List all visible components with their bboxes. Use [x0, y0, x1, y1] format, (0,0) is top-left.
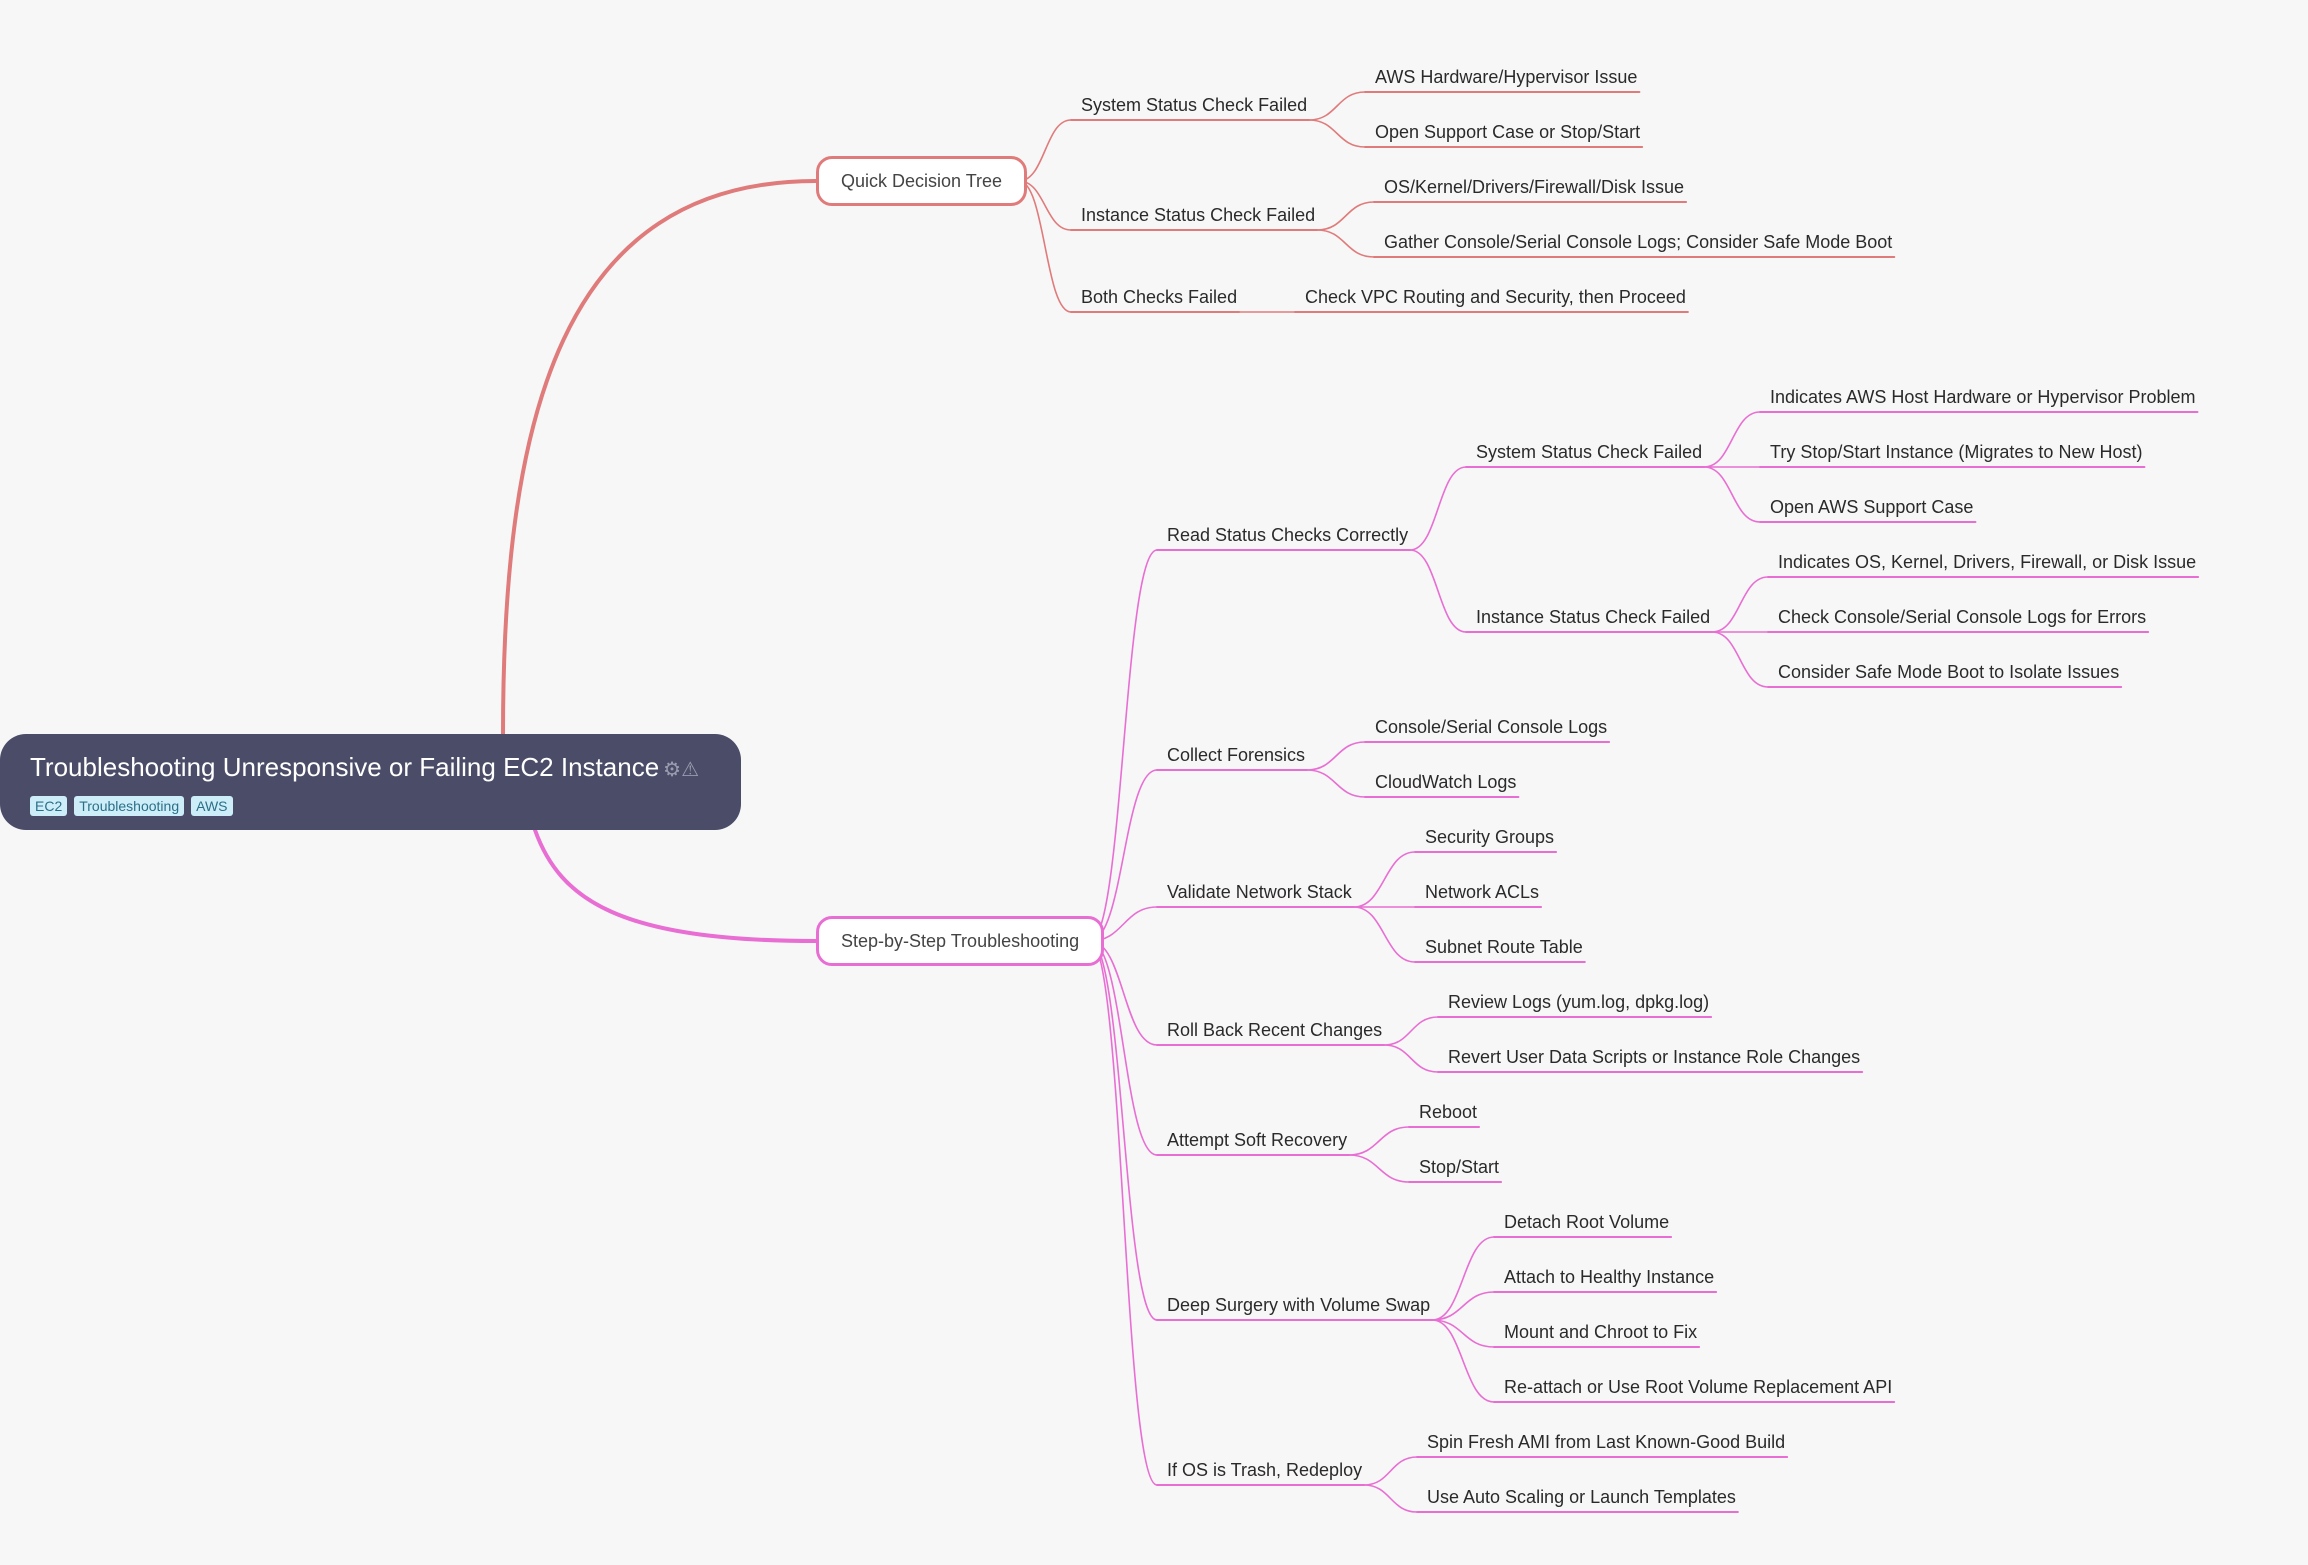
- soft-recovery-child[interactable]: Reboot: [1419, 1102, 1478, 1122]
- connector: [1306, 741, 1366, 771]
- connector: [1306, 769, 1366, 798]
- quick-system-child[interactable]: AWS Hardware/Hypervisor Issue: [1375, 67, 1638, 87]
- forensics-node[interactable]: Collect Forensics: [1167, 745, 1306, 765]
- root-node[interactable]: Troubleshooting Unresponsive or Failing …: [0, 734, 741, 830]
- read-system-child[interactable]: Open AWS Support Case: [1770, 497, 1974, 517]
- forensics-child[interactable]: Console/Serial Console Logs: [1375, 717, 1608, 737]
- connector: [1703, 411, 1761, 468]
- rollback-child[interactable]: Revert User Data Scripts or Instance Rol…: [1448, 1047, 1861, 1067]
- root-title: Troubleshooting Unresponsive or Failing …: [30, 752, 660, 782]
- read-instance-node[interactable]: Instance Status Check Failed: [1476, 607, 1711, 627]
- connector: [1308, 119, 1366, 148]
- redeploy-child[interactable]: Spin Fresh AMI from Last Known-Good Buil…: [1427, 1432, 1786, 1452]
- connector: [1089, 940, 1158, 1486]
- gear-icon: ⚙: [663, 759, 682, 781]
- connector: [1431, 1319, 1495, 1348]
- read-system-node[interactable]: System Status Check Failed: [1476, 442, 1703, 462]
- tag-ec2[interactable]: EC2: [30, 796, 68, 816]
- surgery-child[interactable]: Mount and Chroot to Fix: [1504, 1322, 1698, 1342]
- surgery-node[interactable]: Deep Surgery with Volume Swap: [1167, 1295, 1431, 1315]
- quick-both-child[interactable]: Check VPC Routing and Security, then Pro…: [1305, 287, 1686, 307]
- forensics-child[interactable]: CloudWatch Logs: [1375, 772, 1517, 792]
- quick-instance-child[interactable]: Gather Console/Serial Console Logs; Cons…: [1384, 232, 1893, 252]
- surgery-child[interactable]: Re-attach or Use Root Volume Replacement…: [1504, 1377, 1893, 1397]
- network-node[interactable]: Validate Network Stack: [1167, 882, 1352, 902]
- network-child[interactable]: Subnet Route Table: [1425, 937, 1583, 957]
- connector: [1703, 466, 1761, 523]
- connector: [1018, 180, 1072, 313]
- connector: [1308, 91, 1366, 121]
- connector: [1316, 201, 1375, 231]
- connector: [1431, 1319, 1495, 1403]
- redeploy-child[interactable]: Use Auto Scaling or Launch Templates: [1427, 1487, 1736, 1507]
- network-child[interactable]: Security Groups: [1425, 827, 1555, 847]
- soft-recovery-child[interactable]: Stop/Start: [1419, 1157, 1500, 1177]
- tag-aws[interactable]: AWS: [191, 796, 233, 816]
- connector: [1352, 851, 1416, 908]
- connector: [1431, 1236, 1495, 1321]
- read-instance-child[interactable]: Check Console/Serial Console Logs for Er…: [1778, 607, 2147, 627]
- read-system-child[interactable]: Try Stop/Start Instance (Migrates to New…: [1770, 442, 2143, 462]
- rollback-node[interactable]: Roll Back Recent Changes: [1167, 1020, 1383, 1040]
- connector: [1352, 906, 1416, 963]
- quick-system-node[interactable]: System Status Check Failed: [1081, 95, 1308, 115]
- connector: [1409, 466, 1467, 551]
- redeploy-node[interactable]: If OS is Trash, Redeploy: [1167, 1460, 1363, 1480]
- read-instance-child[interactable]: Consider Safe Mode Boot to Isolate Issue…: [1778, 662, 2120, 682]
- connector: [1383, 1016, 1439, 1046]
- rollback-child[interactable]: Review Logs (yum.log, dpkg.log): [1448, 992, 1710, 1012]
- connector: [1383, 1044, 1439, 1073]
- read-instance-child[interactable]: Indicates OS, Kernel, Drivers, Firewall,…: [1778, 552, 2197, 572]
- step-by-step-node[interactable]: Step-by-Step Troubleshooting: [816, 916, 1105, 966]
- connector: [1363, 1456, 1418, 1486]
- quick-instance-child[interactable]: OS/Kernel/Drivers/Firewall/Disk Issue: [1384, 177, 1685, 197]
- connector: [1316, 229, 1375, 258]
- quick-instance-node[interactable]: Instance Status Check Failed: [1081, 205, 1316, 225]
- surgery-child[interactable]: Detach Root Volume: [1504, 1212, 1670, 1232]
- root-tags: EC2 Troubleshooting AWS: [30, 796, 741, 816]
- connector: [1409, 549, 1467, 633]
- tag-troubleshooting[interactable]: Troubleshooting: [74, 796, 185, 816]
- connector: [1348, 1126, 1410, 1156]
- connector: [1431, 1291, 1495, 1321]
- connector: [1089, 549, 1158, 942]
- quick-both-node[interactable]: Both Checks Failed: [1081, 287, 1238, 307]
- quick-decision-tree-node[interactable]: Quick Decision Tree: [816, 156, 1028, 206]
- connector: [1089, 769, 1158, 942]
- read-status-node[interactable]: Read Status Checks Correctly: [1167, 525, 1409, 545]
- connector: [1711, 631, 1769, 688]
- connector: [1348, 1154, 1410, 1183]
- read-system-child[interactable]: Indicates AWS Host Hardware or Hyperviso…: [1770, 387, 2196, 407]
- connector: [1711, 576, 1769, 633]
- root-to-quick: [501, 179, 818, 736]
- connector: [1089, 940, 1158, 1321]
- quick-system-child[interactable]: Open Support Case or Stop/Start: [1375, 122, 1641, 142]
- connector: [1363, 1484, 1418, 1513]
- network-child[interactable]: Network ACLs: [1425, 882, 1540, 902]
- warning-icon: ⚠: [681, 759, 700, 781]
- soft-recovery-node[interactable]: Attempt Soft Recovery: [1167, 1130, 1348, 1150]
- root-to-steps: [533, 828, 818, 943]
- surgery-child[interactable]: Attach to Healthy Instance: [1504, 1267, 1715, 1287]
